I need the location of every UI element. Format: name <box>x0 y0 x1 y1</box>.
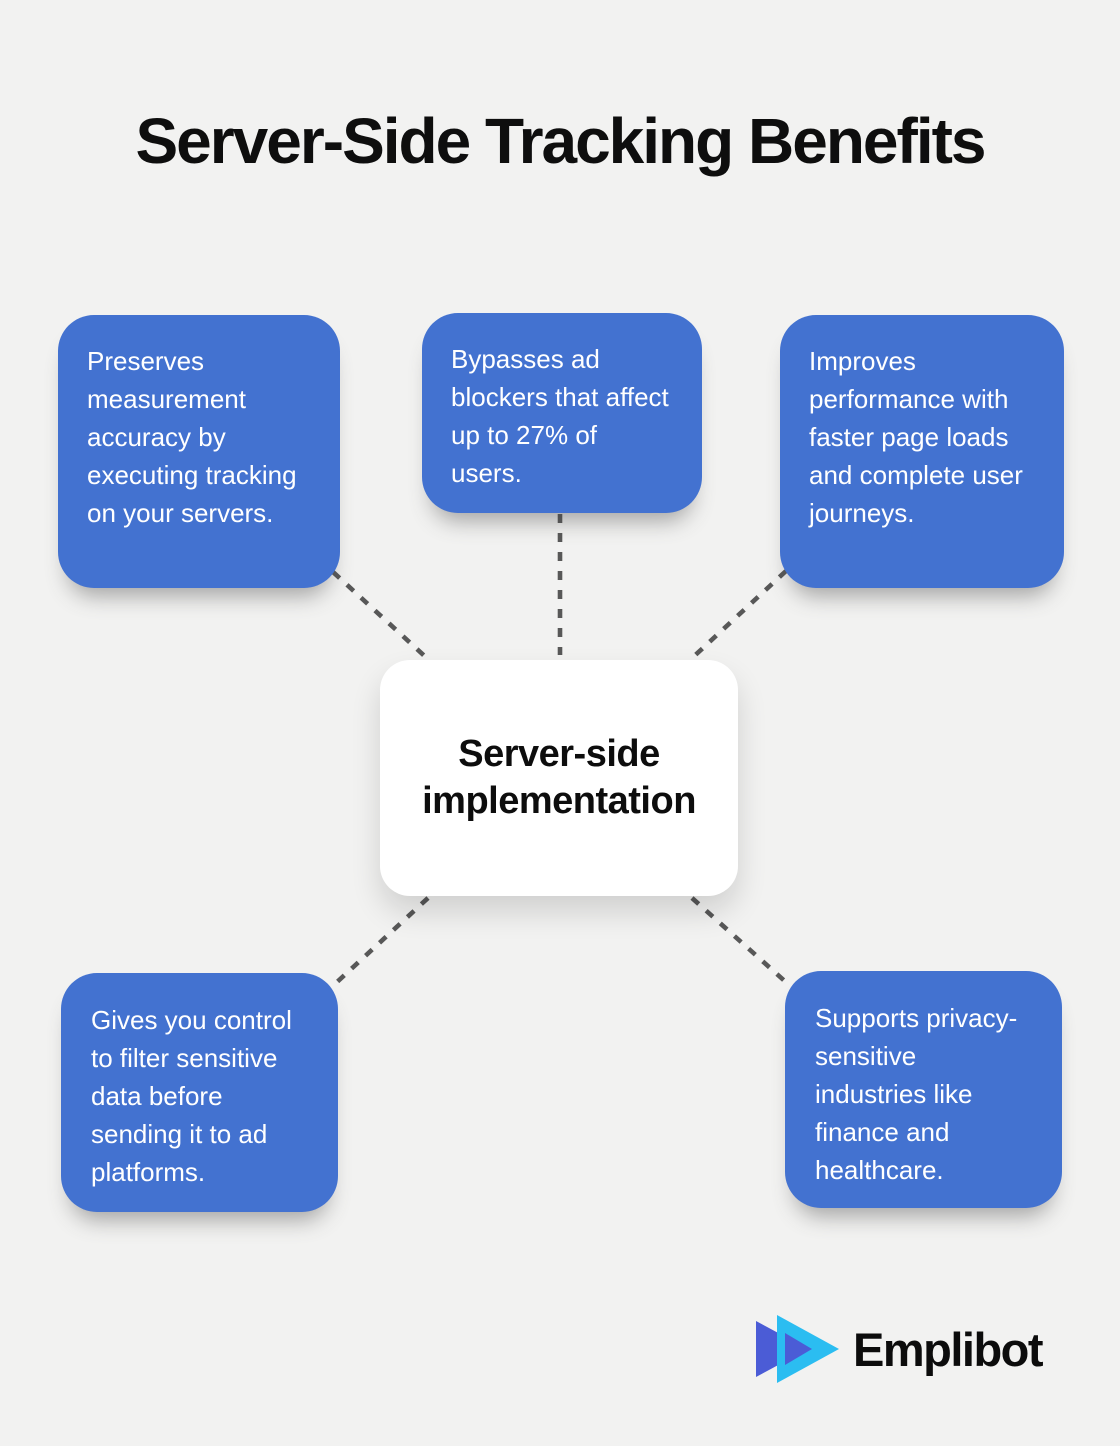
benefit-text: Improves performance with faster page lo… <box>809 346 1023 528</box>
connector-line-bottom-right <box>690 896 790 986</box>
center-node: Server-side implementation <box>380 660 738 896</box>
benefit-text: Preserves measurement accuracy by execut… <box>87 346 297 528</box>
benefit-text: Bypasses ad blockers that affect up to 2… <box>451 344 669 488</box>
double-play-triangles-icon <box>756 1315 839 1383</box>
benefit-card-top-left: Preserves measurement accuracy by execut… <box>58 315 340 588</box>
benefit-card-bottom-left: Gives you control to filter sensitive da… <box>61 973 338 1212</box>
benefit-card-top-right: Improves performance with faster page lo… <box>780 315 1064 588</box>
benefit-text: Gives you control to filter sensitive da… <box>91 1005 292 1187</box>
connector-line-bottom-left <box>334 896 430 985</box>
connector-line-top-right <box>688 569 788 662</box>
benefit-card-top-middle: Bypasses ad blockers that affect up to 2… <box>422 313 702 513</box>
emplibot-logo: Emplibot <box>753 1303 1065 1395</box>
center-node-label: Server-side implementation <box>422 733 696 822</box>
benefit-card-bottom-right: Supports privacy-sensitive industries li… <box>785 971 1062 1208</box>
page-title: Server-Side Tracking Benefits <box>135 105 986 177</box>
emplibot-logo-text: Emplibot <box>853 1322 1044 1376</box>
benefit-text: Supports privacy-sensitive industries li… <box>815 1003 1018 1185</box>
connector-line-top-left <box>331 570 432 663</box>
